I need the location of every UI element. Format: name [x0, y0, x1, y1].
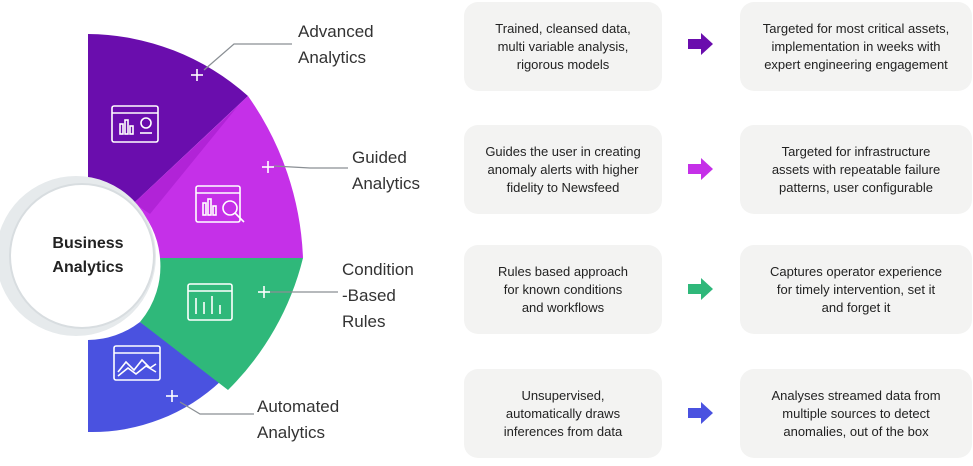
box-line: inferences from data: [503, 423, 623, 439]
box-line: Analyses streamed data from: [771, 387, 941, 403]
plus-marker-advanced: [191, 69, 203, 81]
box-line: Rules based approach: [497, 263, 629, 279]
label-line: Advanced: [298, 22, 374, 41]
arrow-right-icon: [688, 33, 713, 55]
search-chart-icon: [195, 185, 245, 223]
advanced-analytics-description: Trained, cleansed data, multi variable a…: [464, 2, 662, 91]
condition-rules-segment[interactable]: [140, 258, 303, 390]
box-line: patterns, user configurable: [779, 179, 933, 195]
label-line: Rules: [342, 312, 386, 331]
guided-analytics-segment[interactable]: [134, 96, 303, 258]
plus-marker-guided: [262, 161, 274, 173]
center-title: Business Analytics: [22, 232, 154, 280]
box-line: automatically draws: [505, 405, 621, 421]
box-line: Targeted for infrastructure: [781, 143, 931, 159]
label-line: -Based: [342, 286, 396, 305]
condition-rules-target: Captures operator experience for timely …: [740, 245, 972, 334]
box-line: Unsupervised,: [521, 387, 605, 403]
box-line: multi variable analysis,: [497, 38, 629, 54]
plus-marker-automated: [166, 390, 178, 402]
box-line: assets with repeatable failure: [771, 161, 941, 177]
box-line: for known conditions: [503, 281, 623, 297]
center-title-line2: Analytics: [52, 259, 124, 276]
connector-advanced: [203, 43, 292, 71]
label-line: Guided: [352, 148, 407, 167]
box-line: fidelity to Newsfeed: [506, 179, 620, 195]
box-line: for timely intervention, set it: [776, 281, 936, 297]
box-line: Trained, cleansed data,: [495, 20, 631, 36]
center-circle[interactable]: [9, 183, 155, 329]
automated-analytics-segment[interactable]: [88, 322, 222, 433]
arrow-right-icon: [688, 278, 713, 300]
box-line: implementation in weeks with: [771, 38, 941, 54]
dashboard-icon: [111, 105, 159, 143]
center-title-line1: Business: [52, 235, 124, 252]
connector-automated: [179, 401, 254, 415]
box-line: anomaly alerts with higher: [487, 161, 639, 177]
label-guided-analytics: Guided Analytics: [352, 145, 420, 197]
label-line: Analytics: [257, 423, 326, 442]
plus-marker-condition: [258, 286, 270, 298]
arrow-right-icon: [688, 158, 713, 180]
line-chart-icon: [113, 345, 161, 381]
arrow-right-icon: [688, 402, 713, 424]
advanced-analytics-target: Targeted for most critical assets, imple…: [740, 2, 972, 91]
label-advanced-analytics: Advanced Analytics: [298, 19, 374, 71]
guided-analytics-target: Targeted for infrastructure assets with …: [740, 125, 972, 214]
guided-analytics-shadow: [134, 106, 238, 214]
box-line: expert engineering engagement: [764, 56, 948, 72]
condition-rules-description: Rules based approach for known condition…: [464, 245, 662, 334]
guided-analytics-description: Guides the user in creating anomaly aler…: [464, 125, 662, 214]
connector-guided: [273, 165, 348, 169]
label-line: Analytics: [352, 174, 421, 193]
box-line: Targeted for most critical assets,: [762, 20, 950, 36]
box-line: multiple sources to detect: [782, 405, 930, 421]
label-automated-analytics: Automated Analytics: [257, 394, 339, 446]
advanced-analytics-segment[interactable]: [88, 34, 248, 203]
box-line: and forget it: [821, 299, 891, 315]
automated-analytics-description: Unsupervised, automatically draws infere…: [464, 369, 662, 458]
label-line: Automated: [257, 397, 340, 416]
box-line: anomalies, out of the box: [783, 423, 929, 439]
label-condition-rules: Condition -Based Rules: [342, 257, 414, 335]
label-line: Analytics: [298, 48, 367, 67]
box-line: and workflows: [521, 299, 605, 315]
label-line: Condition: [342, 260, 414, 279]
box-line: rigorous models: [516, 56, 610, 72]
box-line: Guides the user in creating: [485, 143, 641, 159]
bar-chart-icon: [187, 283, 233, 321]
automated-analytics-target: Analyses streamed data from multiple sou…: [740, 369, 972, 458]
box-line: Captures operator experience: [770, 263, 942, 279]
